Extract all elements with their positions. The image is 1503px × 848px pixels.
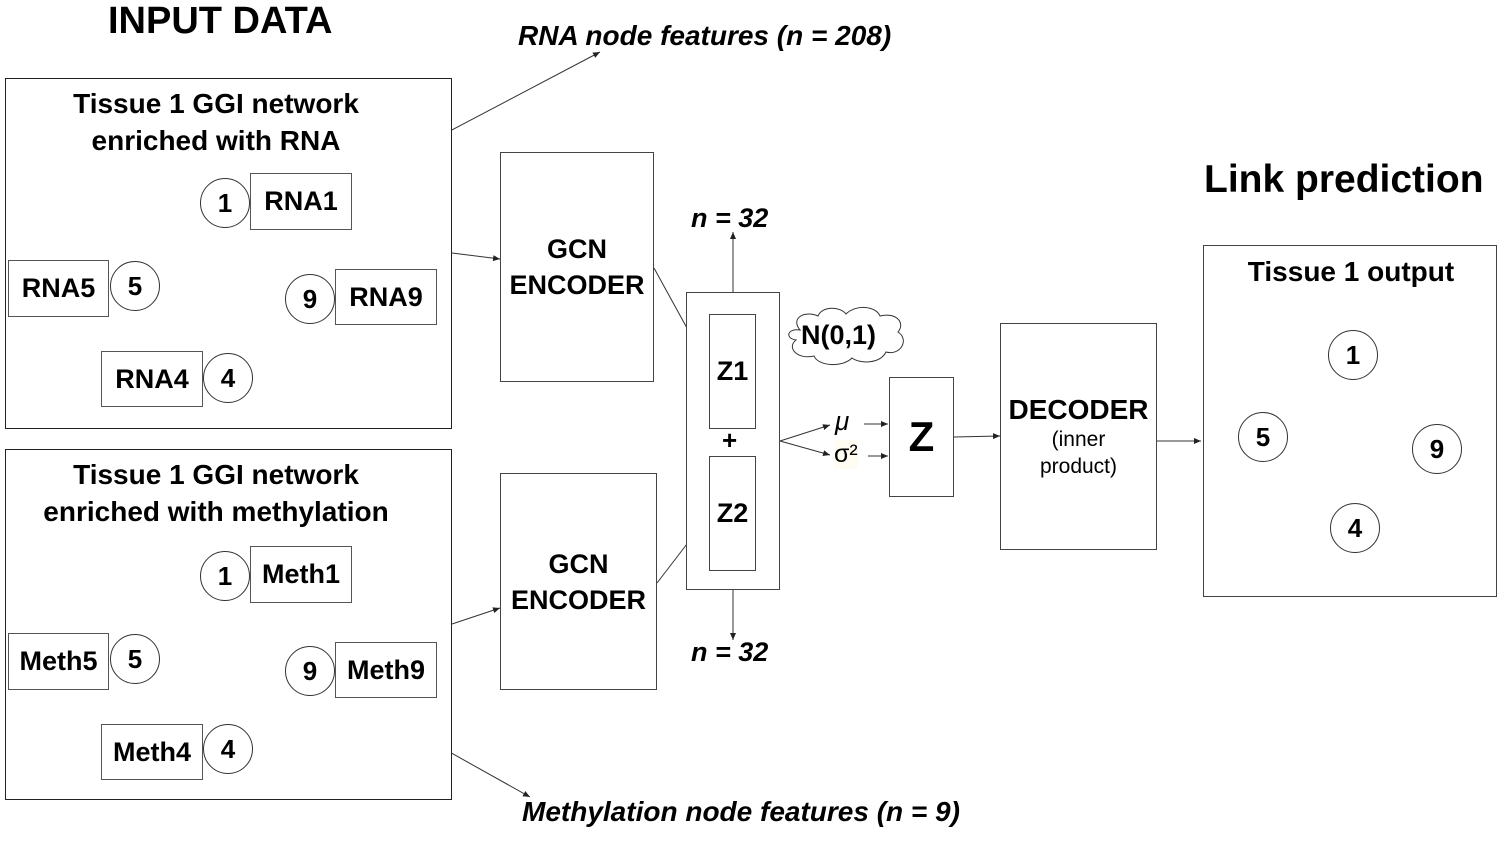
- rna-to-encoder-arrow: [451, 252, 501, 262]
- z2-block: Z2: [709, 456, 756, 571]
- sigma-squared-symbol: σ²: [834, 440, 858, 469]
- input-data-heading: INPUT DATA: [108, 0, 333, 42]
- meth-node-4: 4: [203, 724, 253, 774]
- output-node-5: 5: [1238, 412, 1288, 462]
- rna-gcn-encoder: GCN ENCODER: [500, 152, 654, 382]
- meth-label-5: Meth5: [8, 633, 109, 690]
- meth-encoder-line2: ENCODER: [510, 584, 646, 615]
- link-prediction-heading: Link prediction: [1204, 158, 1484, 201]
- meth-label-4: Meth4: [101, 724, 203, 780]
- rna-encoder-line2: ENCODER: [509, 270, 645, 300]
- meth-panel-title-line2: enriched with methylation: [43, 496, 389, 527]
- rna-panel-title-line2: enriched with RNA: [91, 125, 341, 156]
- z1-block: Z1: [709, 314, 756, 429]
- meth-node-1: 1: [200, 551, 250, 601]
- output-node-1: 1: [1328, 330, 1378, 380]
- meth-encoder-line1: GCN: [548, 548, 609, 579]
- output-panel-title: Tissue 1 output: [1247, 256, 1455, 287]
- meth-label-9: Meth9: [335, 642, 437, 698]
- meth-panel-title: Tissue 1 GGI network enriched with methy…: [6, 456, 426, 530]
- meth-panel-title-line1: Tissue 1 GGI network: [73, 459, 359, 490]
- prior-distribution-label: N(0,1): [801, 320, 877, 350]
- rna-panel-title: Tissue 1 GGI network enriched with RNA: [6, 85, 426, 159]
- meth-label-1: Meth1: [250, 546, 352, 603]
- mu-symbol: μ: [835, 406, 850, 436]
- z-to-decoder-arrow: [953, 433, 1001, 440]
- plus-sign: +: [722, 425, 738, 455]
- output-node-9: 9: [1412, 424, 1462, 474]
- meth-gcn-encoder: GCN ENCODER: [500, 473, 657, 690]
- to-sigma-arrow: [779, 440, 831, 457]
- meth-node-9: 9: [285, 646, 335, 696]
- z-latent-block: Z: [889, 377, 954, 497]
- rna-features-annotation: RNA node features (n = 208): [518, 20, 892, 51]
- z2-dimension-label: n = 32: [691, 637, 769, 667]
- decoder-title: DECODER: [1008, 393, 1149, 425]
- rna-label-1: RNA1: [250, 173, 352, 230]
- decoder-block: DECODER (inner product): [1000, 323, 1157, 550]
- output-node-4: 4: [1330, 503, 1380, 553]
- rna-node-1: 1: [200, 178, 250, 228]
- decoder-subtitle-line2: product): [1039, 454, 1118, 478]
- rna-label-9: RNA9: [335, 269, 437, 325]
- to-mu-arrow: [779, 424, 831, 442]
- rna-panel-title-line1: Tissue 1 GGI network: [73, 88, 359, 119]
- rna-node-4: 4: [203, 353, 253, 403]
- rna-encoder-line1: GCN: [547, 234, 607, 264]
- rna-label-4: RNA4: [101, 351, 203, 407]
- meth-to-encoder-arrow: [451, 607, 501, 625]
- z1-dimension-label: n = 32: [691, 203, 769, 233]
- prior-cloud-shape: [788, 307, 904, 365]
- rna-node-9: 9: [285, 274, 335, 324]
- rna-label-5: RNA5: [8, 260, 109, 317]
- decoder-subtitle-line1: (inner: [1051, 427, 1106, 451]
- meth-features-annotation: Methylation node features (n = 9): [522, 796, 960, 827]
- meth-network-panel: Tissue 1 GGI network enriched with methy…: [5, 449, 452, 800]
- meth-node-5: 5: [110, 634, 160, 684]
- rna-node-5: 5: [110, 261, 160, 311]
